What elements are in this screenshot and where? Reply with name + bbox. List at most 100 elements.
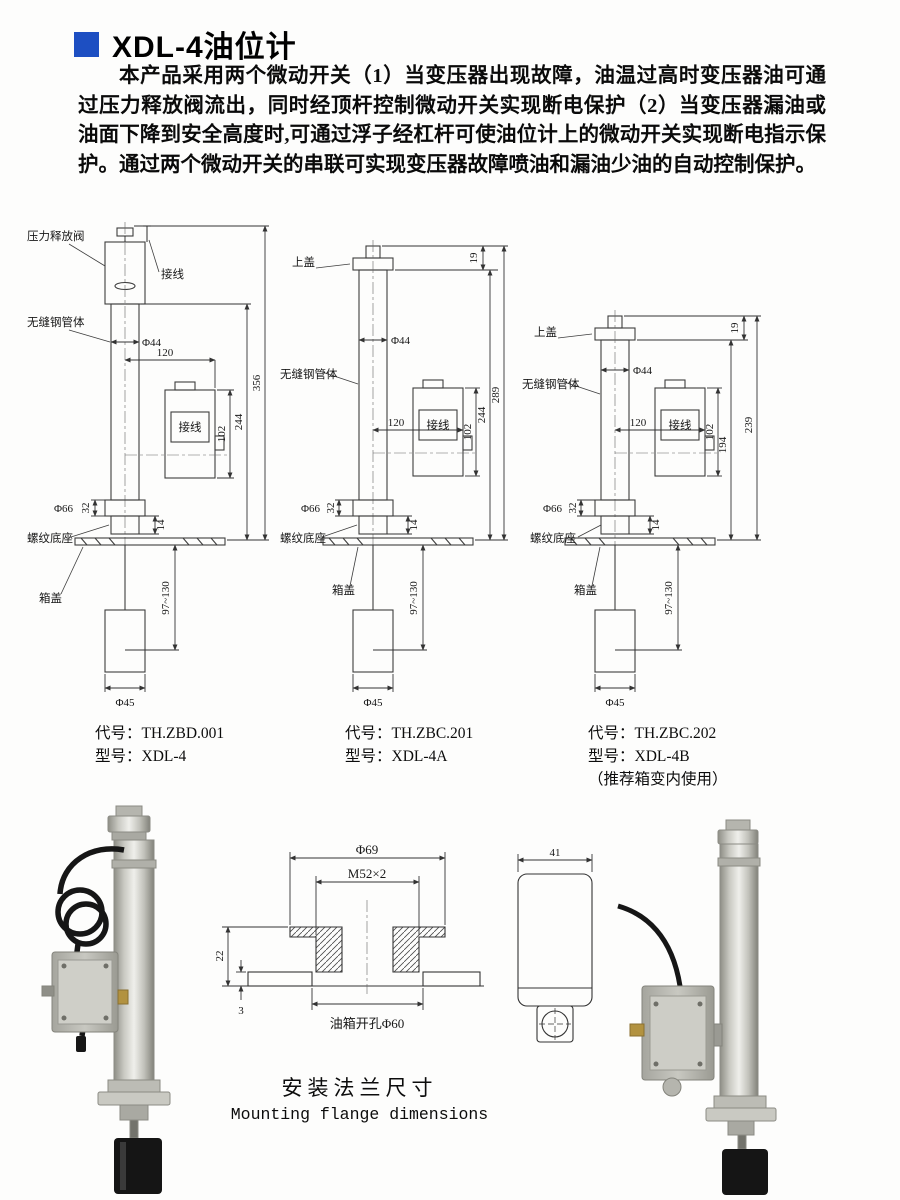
dim-float-travel: 97~130: [160, 581, 172, 615]
drawing1-texts: 压力释放阀 接线 无缝钢管体 Φ44 120 接线 102 244 356 Φ6…: [27, 229, 263, 709]
flange-texts: Φ69 M52×2 22 3 油箱开孔Φ60: [214, 842, 404, 1031]
photo-cable: [617, 903, 683, 987]
dimension-lines: [335, 245, 508, 692]
dim-289: 289: [490, 386, 502, 403]
dim-244: 244: [233, 413, 245, 430]
photo-tube: [113, 839, 155, 1081]
flange-section-left: [289, 926, 343, 973]
photo-base: [705, 1095, 777, 1150]
float-assembly: [352, 545, 394, 673]
dim-32: 32: [567, 503, 579, 514]
technical-drawing-xdl4b: 上盖 19 无缝钢管体 Φ44 120 接线 102 194 239 Φ66 3…: [522, 310, 761, 709]
flange-caption-en: Mounting flange dimensions: [230, 1105, 489, 1124]
dim-244: 244: [476, 406, 488, 423]
dim-float-travel: 97~130: [408, 581, 420, 615]
page-header: XDL-4油位计: [74, 22, 297, 66]
flange-section-right: [392, 926, 446, 973]
photo-junction-box: [629, 985, 723, 1097]
product-description: 本产品采用两个微动开关（1）当变压器出现故障，油温过高时变压器油可通过压力释放阀…: [78, 65, 826, 176]
dim-dia-outer: Φ69: [356, 842, 379, 857]
drawing2-caption: 代号：TH.ZBC.201 型号：XDL-4A: [345, 722, 473, 768]
threaded-base: [74, 499, 226, 546]
dim-41: 41: [550, 847, 561, 859]
junction-box-label: 接线: [427, 418, 450, 432]
page-title: XDL-4油位计: [112, 31, 297, 64]
photo-tube-collar: [111, 859, 157, 869]
dim-22: 22: [214, 951, 226, 962]
dim-dia-base: Φ66: [301, 503, 321, 515]
drawing1-code: 代号：TH.ZBD.001: [95, 725, 225, 742]
dim-dia-float: Φ45: [363, 697, 383, 709]
threaded-base: [564, 499, 716, 546]
junction-box-label: 接线: [179, 420, 202, 434]
dim-120: 120: [388, 417, 405, 429]
drawing3-caption: 代号：TH.ZBC.202 型号：XDL-4B （推荐箱变内使用）: [588, 722, 728, 791]
dim-float-travel: 97~130: [663, 581, 675, 615]
base-label: 螺纹底座: [280, 531, 326, 545]
side-view-gland: [536, 1005, 574, 1043]
junction-box: [125, 381, 227, 479]
valve-label: 压力释放阀: [27, 229, 85, 243]
drawing3-note: （推荐箱变内使用）: [588, 771, 728, 788]
photo-base: [97, 1079, 171, 1139]
threaded-base: [322, 499, 474, 546]
dim-19: 19: [468, 252, 480, 264]
drawing3-code: 代号：TH.ZBC.202: [588, 725, 717, 742]
leader-lines: [557, 333, 602, 587]
dim-32: 32: [325, 503, 337, 514]
dim-14: 14: [650, 519, 662, 531]
drawing3-texts: 上盖 19 无缝钢管体 Φ44 120 接线 102 194 239 Φ66 3…: [522, 322, 755, 709]
dim-356: 356: [251, 374, 263, 391]
drawing1-caption: 代号：TH.ZBD.001 型号：XDL-4: [95, 722, 224, 768]
tank-hole-label: 油箱开孔Φ60: [330, 1016, 405, 1031]
dim-3: 3: [238, 1005, 244, 1017]
dim-19: 19: [729, 322, 741, 334]
cap-label: 上盖: [534, 325, 557, 339]
drawing2-code: 代号：TH.ZBC.201: [345, 725, 474, 742]
photo-junction-box: [41, 951, 119, 1033]
dim-dia-float: Φ45: [115, 697, 135, 709]
drawing1-model: 型号：XDL-4: [95, 748, 187, 765]
photo-top-cap: [717, 819, 759, 845]
dim-dia-float: Φ45: [605, 697, 625, 709]
drawing3-model: 型号：XDL-4B: [588, 748, 690, 765]
cover-label: 箱盖: [574, 583, 597, 597]
side-view-body: [517, 873, 593, 1007]
photo-cable-end: [76, 1036, 86, 1052]
dimension-lines: [517, 854, 593, 872]
flange-caption: 安装法兰尺寸 Mounting flange dimensions: [212, 1072, 507, 1124]
wiring-top-label: 接线: [161, 267, 184, 281]
cap-label: 上盖: [292, 255, 315, 269]
photo-tube-collar: [717, 857, 761, 867]
dim-dia-tube: Φ44: [633, 365, 653, 377]
dim-102: 102: [462, 424, 474, 441]
dim-120: 120: [630, 417, 647, 429]
photo-top-cap: [107, 805, 151, 841]
tube-label: 无缝钢管体: [280, 367, 338, 381]
dim-14: 14: [408, 519, 420, 531]
mounting-flange-drawing: Φ69 M52×2 22 3 油箱开孔Φ60: [214, 842, 484, 1031]
dim-14: 14: [155, 519, 167, 531]
dim-102: 102: [704, 424, 716, 441]
photo-float: [722, 1149, 768, 1195]
technical-drawing-xdl4a: 上盖 19 无缝钢管体 Φ44 120 接线 102 244 289 Φ66 3…: [280, 240, 508, 709]
photo-tube: [719, 843, 759, 1097]
product-photo-right: [617, 819, 777, 1195]
leader-lines: [315, 263, 359, 587]
dim-102: 102: [216, 426, 228, 443]
base-label: 螺纹底座: [530, 531, 576, 545]
dim-dia-base: Φ66: [54, 503, 74, 515]
photo-float: [114, 1138, 162, 1194]
dim-239: 239: [743, 416, 755, 433]
dimension-lines: [91, 225, 269, 692]
float-assembly: [594, 545, 636, 673]
cover-label: 箱盖: [332, 583, 355, 597]
dim-thread: M52×2: [348, 866, 386, 881]
photo-brass-fitting: [117, 989, 129, 1005]
dim-32: 32: [80, 503, 92, 514]
tank-plate-right: [422, 971, 481, 987]
cover-label: 箱盖: [39, 591, 62, 605]
dim-194: 194: [717, 436, 729, 453]
leader-lines: [60, 239, 160, 595]
